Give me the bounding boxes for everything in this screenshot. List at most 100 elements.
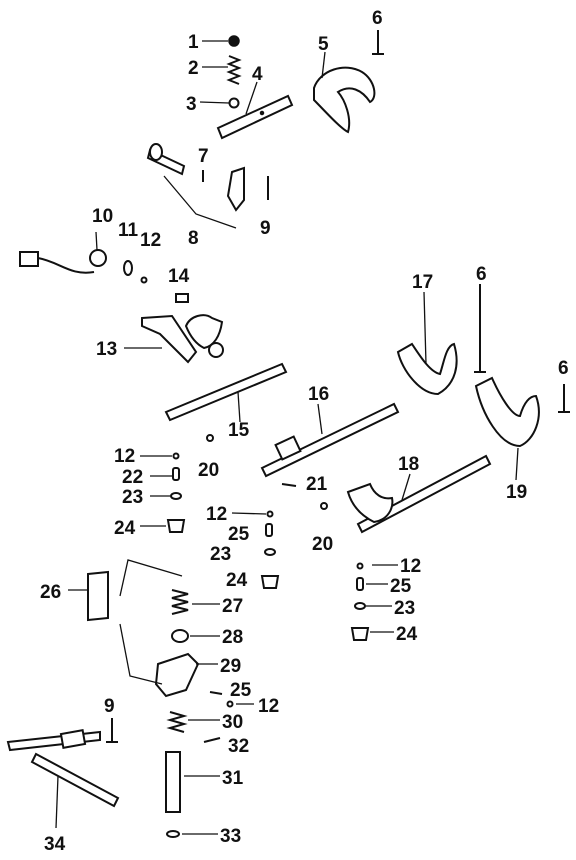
- callout-25b: 25: [390, 576, 412, 597]
- callout-13: 13: [96, 339, 117, 360]
- callout-15: 15: [228, 420, 250, 441]
- part-ring-23b: [264, 548, 276, 556]
- part-housing-29: [154, 652, 200, 698]
- callout-34: 34: [44, 834, 66, 855]
- callout-11: 11: [118, 220, 139, 241]
- callout-23a: 23: [122, 487, 143, 508]
- callout-25c: 25: [230, 680, 252, 701]
- callout-32: 32: [228, 736, 249, 757]
- callout-20a: 20: [198, 460, 219, 481]
- parts-group: [6, 30, 570, 838]
- part-fork-18: [346, 482, 394, 524]
- part-29-bracket-line: [119, 623, 163, 685]
- part-plug-24b: [260, 575, 280, 589]
- callout-labels: 1 2 3 4 5 6 7 8 9 10 11 12 14 17 6 13 6 …: [40, 8, 569, 855]
- part-lever-34-shaft: [30, 752, 120, 808]
- part-washer-28: [171, 629, 189, 643]
- callout-12e: 12: [258, 696, 279, 717]
- part-boss-13: [208, 342, 224, 358]
- leader-17: [423, 291, 427, 365]
- callout-12c: 12: [206, 504, 227, 525]
- callout-28: 28: [222, 627, 243, 648]
- callout-23c: 23: [394, 598, 415, 619]
- part-ball-12c: [266, 510, 274, 518]
- part-shaft-15: [164, 362, 288, 422]
- callout-5: 5: [318, 34, 329, 55]
- part-fork-13: [184, 314, 224, 350]
- callout-14: 14: [168, 266, 190, 287]
- callout-24c: 24: [396, 624, 418, 645]
- part-ball-12d: [356, 562, 364, 570]
- callout-6b: 6: [476, 264, 487, 285]
- leader-3: [199, 101, 230, 104]
- part-ring-23c: [354, 602, 366, 610]
- part-plug-24c: [350, 627, 370, 641]
- callout-21: 21: [306, 474, 328, 495]
- callout-7: 7: [198, 146, 209, 167]
- callout-26: 26: [40, 582, 61, 603]
- leader-15: [237, 391, 241, 423]
- callout-24b: 24: [226, 570, 248, 591]
- callout-19: 19: [506, 482, 527, 503]
- part-plug-24a: [166, 519, 186, 533]
- part-bolt-25c: [209, 691, 223, 695]
- callout-12b: 12: [114, 446, 135, 467]
- callout-31: 31: [222, 768, 244, 789]
- callout-1: 1: [188, 32, 199, 53]
- part-8-bracket-line: [163, 175, 237, 229]
- part-ball-20b: [320, 502, 328, 510]
- part-rod-31: [165, 751, 181, 813]
- part-spring-2: [226, 55, 242, 85]
- callout-27: 27: [222, 596, 243, 617]
- part-lever-13: [141, 314, 198, 364]
- leader-10: [95, 231, 98, 251]
- part-rod-4: [216, 94, 294, 140]
- part-spring-22: [172, 467, 180, 481]
- part-ball-3: [228, 97, 240, 109]
- part-shaft-8-head: [149, 143, 163, 161]
- part-connector-10: [19, 251, 39, 267]
- part-shaft-18: [356, 454, 492, 534]
- part-rod-4-hole: [259, 110, 265, 116]
- part-pin-32: [203, 737, 221, 743]
- part-shift-fork-19: [474, 376, 540, 448]
- callout-6a: 6: [372, 8, 383, 29]
- part-washer-33: [166, 830, 180, 838]
- part-pin-21: [281, 483, 297, 487]
- callout-29: 29: [220, 656, 241, 677]
- part-block-16: [274, 435, 302, 461]
- callout-2: 2: [188, 58, 199, 79]
- part-spring-25a: [265, 523, 273, 537]
- callout-12a: 12: [140, 230, 161, 251]
- leader-lines: [55, 40, 519, 835]
- callout-20b: 20: [312, 534, 333, 555]
- leader-4: [245, 81, 258, 115]
- part-switch-10: [89, 249, 107, 267]
- part-bracket-26: [87, 570, 109, 622]
- part-nut-1: [228, 35, 240, 47]
- callout-30: 30: [222, 712, 243, 733]
- callout-9a: 9: [260, 218, 271, 239]
- part-spring-27: [171, 589, 189, 615]
- part-lever-34-head: [59, 729, 87, 749]
- part-washer-11: [123, 260, 133, 276]
- leader-16: [317, 403, 323, 435]
- part-wire-10: [37, 257, 95, 274]
- callout-17: 17: [412, 272, 433, 293]
- part-ball-20a: [206, 434, 214, 442]
- part-ring-23a: [170, 492, 182, 500]
- leader-5: [321, 51, 326, 79]
- callout-10: 10: [92, 206, 113, 227]
- callout-6c: 6: [558, 358, 569, 379]
- part-spring-25b: [356, 577, 364, 591]
- callout-3: 3: [186, 94, 197, 115]
- callout-33: 33: [220, 826, 241, 847]
- callout-12d: 12: [400, 556, 421, 577]
- part-27-bracket-line: [119, 559, 183, 597]
- part-shift-fork-5: [313, 66, 376, 134]
- callout-16: 16: [308, 384, 329, 405]
- callout-22: 22: [122, 467, 143, 488]
- callout-23b: 23: [210, 544, 231, 565]
- part-ball-12e: [226, 700, 234, 708]
